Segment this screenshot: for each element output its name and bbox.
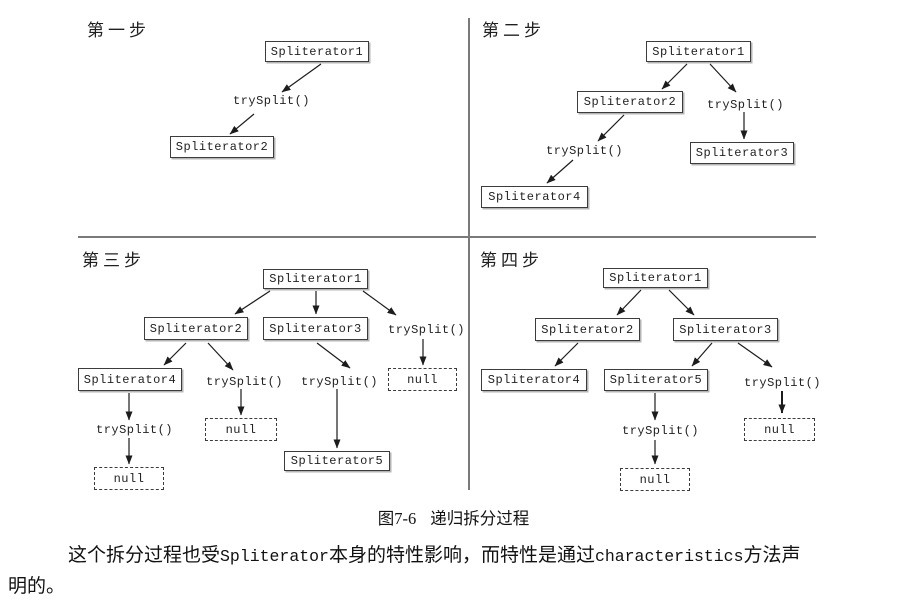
trysplit-label: trySplit() [622,424,700,438]
null-box: null [620,468,690,491]
step-title-1: 第一步 [87,21,150,40]
arrow [362,290,397,316]
spliterator1-box: Spliterator1 [265,41,369,62]
spliterator4-box: Spliterator4 [481,369,587,391]
arrow [229,113,255,135]
arrow [616,289,642,316]
figure-title: 递归拆分过程 [430,509,530,528]
spliterator2-box: Spliterator2 [144,317,248,340]
trysplit-label: trySplit() [301,375,379,389]
arrow [163,342,187,366]
spliterator3-box: Spliterator3 [673,318,778,341]
step-title-3: 第三步 [82,251,145,270]
paragraph-text: 方法声 [743,545,801,566]
spliterator3-box: Spliterator3 [690,142,794,164]
arrow [661,63,688,90]
spliterator1-box: Spliterator1 [603,268,708,288]
arrow [234,290,271,315]
trysplit-label: trySplit() [546,144,624,158]
spliterator1-box: Spliterator1 [646,41,751,62]
arrow [691,342,713,367]
null-box: null [205,418,277,441]
paragraph-text: 本身的特性影响，而特性是通过 [328,545,595,566]
paragraph-text: 这个拆分过程也受 [68,545,221,566]
null-box: null [94,467,164,490]
arrow [737,342,773,368]
inline-code: Spliterator [220,547,329,566]
panel-divider-horizontal [78,236,816,238]
trysplit-label: trySplit() [206,375,284,389]
spliterator4-box: Spliterator4 [481,186,588,208]
arrow [207,342,234,371]
arrow [281,63,322,93]
body-paragraph: 这个拆分过程也受Spliterator本身的特性影响，而特性是通过charact… [8,541,876,602]
arrow [546,159,574,184]
arrow [554,342,579,367]
null-box: null [744,418,815,441]
arrow [597,114,625,142]
step-title-4: 第四步 [480,251,543,270]
trysplit-label: trySplit() [233,94,311,108]
figure-number: 图7-6 [377,509,417,528]
spliterator3-box: Spliterator3 [263,317,368,340]
trysplit-label: trySplit() [744,376,822,390]
spliterator5-box: Spliterator5 [284,451,390,471]
spliterator2-box: Spliterator2 [170,136,274,158]
arrow [668,289,695,316]
spliterator1-box: Spliterator1 [263,269,368,289]
paragraph-text: 明的。 [8,576,66,597]
step-title-2: 第二步 [482,21,545,40]
spliterator2-box: Spliterator2 [535,318,640,341]
trysplit-label: trySplit() [707,98,785,112]
spliterator5-box: Spliterator5 [604,369,708,391]
spliterator2-box: Spliterator2 [577,91,683,113]
null-box: null [388,368,457,391]
inline-code: characteristics [594,547,744,566]
arrow [709,63,737,93]
trysplit-label: trySplit() [96,423,174,437]
figure-caption: 图7-6 递归拆分过程 [0,505,907,529]
trysplit-label: trySplit() [388,323,466,337]
spliterator4-box: Spliterator4 [78,368,182,391]
panel-divider-vertical [468,18,470,490]
arrow [316,342,351,369]
